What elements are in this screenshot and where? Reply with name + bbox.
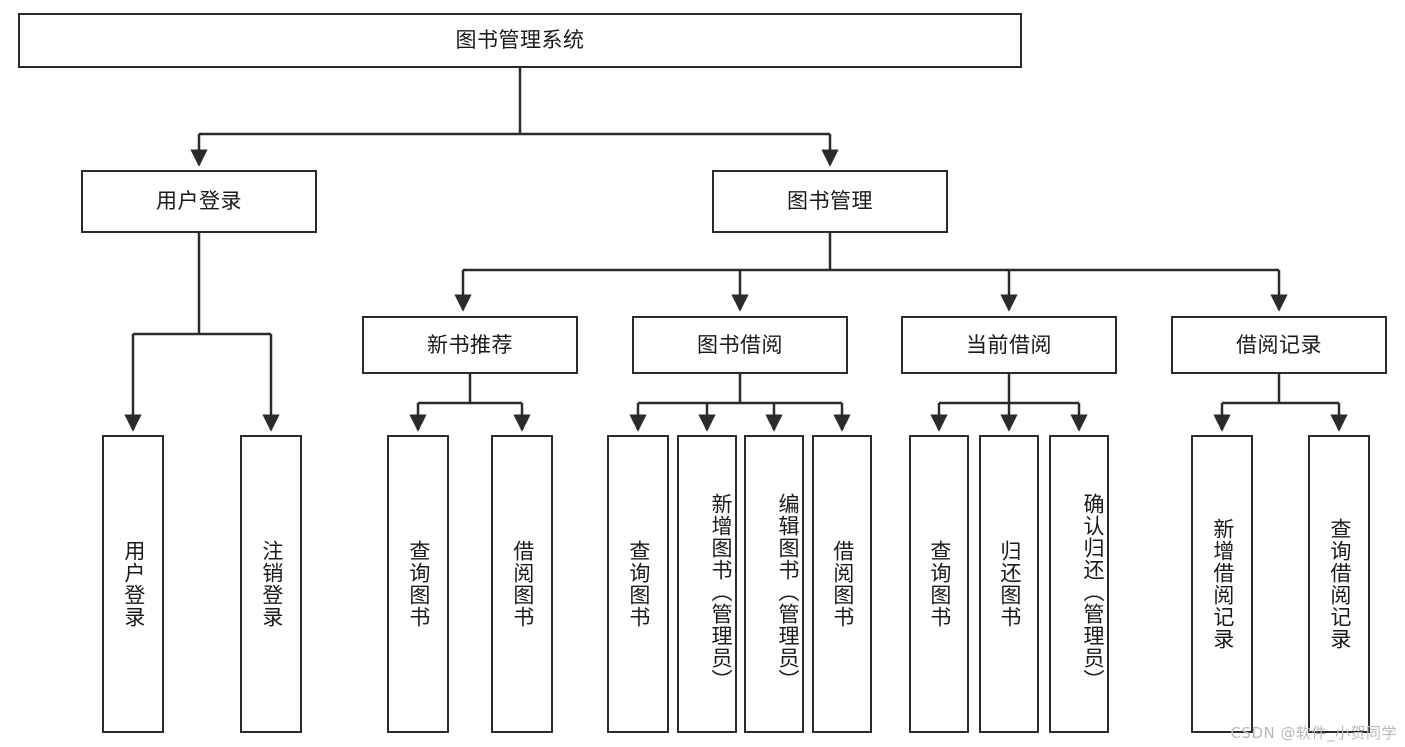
csdn-watermark: CSDN @软件_小贺同学 — [1230, 724, 1397, 742]
node-current-borrow[interactable]: 当前借阅 — [901, 316, 1117, 374]
node-book-borrow[interactable]: 图书借阅 — [632, 316, 848, 374]
leaf-user-login-signout[interactable]: 注销登录 — [240, 435, 302, 733]
leaf-new-book-query[interactable]: 查询图书 — [387, 435, 449, 733]
leaf-current-borrow-confirm-return[interactable]: 确认归还（管理员） — [1049, 435, 1109, 733]
node-new-book-recommend[interactable]: 新书推荐 — [362, 316, 578, 374]
leaf-new-book-borrow[interactable]: 借阅图书 — [491, 435, 553, 733]
leaf-book-borrow-lend[interactable]: 借阅图书 — [812, 435, 872, 733]
leaf-record-query[interactable]: 查询借阅记录 — [1308, 435, 1370, 733]
leaf-book-borrow-query[interactable]: 查询图书 — [607, 435, 669, 733]
node-borrow-record[interactable]: 借阅记录 — [1171, 316, 1387, 374]
leaf-user-login-signin[interactable]: 用户登录 — [102, 435, 164, 733]
node-root[interactable]: 图书管理系统 — [18, 13, 1022, 68]
node-book-management[interactable]: 图书管理 — [712, 170, 948, 233]
leaf-record-add[interactable]: 新增借阅记录 — [1191, 435, 1253, 733]
leaf-current-borrow-query[interactable]: 查询图书 — [909, 435, 969, 733]
leaf-current-borrow-return[interactable]: 归还图书 — [979, 435, 1039, 733]
leaf-book-borrow-edit[interactable]: 编辑图书（管理员） — [744, 435, 804, 733]
leaf-book-borrow-add[interactable]: 新增图书（管理员） — [677, 435, 737, 733]
node-user-login[interactable]: 用户登录 — [81, 170, 317, 233]
